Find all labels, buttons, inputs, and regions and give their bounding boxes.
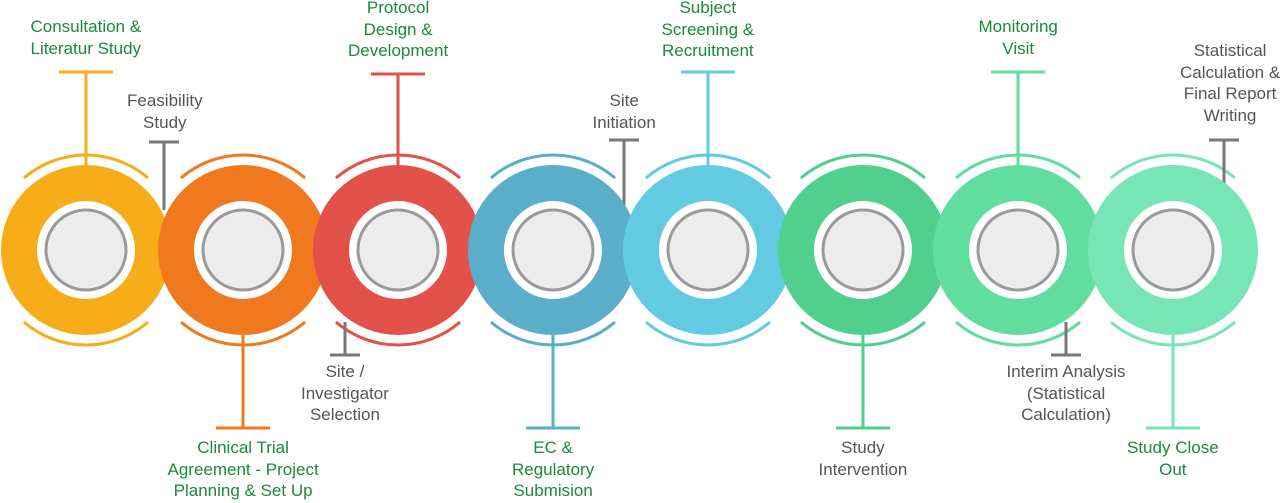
stage-consultation-inner-circle [44, 208, 128, 292]
stage-monitoring-visit-inner-circle [976, 208, 1060, 292]
stage-clinical-trial-agreement-label-line: Planning & Set Up [173, 481, 313, 500]
milestone-interim-analysis-label-line: (Statistical [1026, 383, 1106, 403]
milestone-site-investigator-selection-label-line: Selection [309, 405, 380, 424]
stage-study-close-out-label-line: Out [1159, 459, 1187, 479]
stage-study-intervention-top-arc [800, 153, 926, 179]
stage-clinical-trial-agreement-top-arc [180, 153, 306, 179]
stage-protocol-design-inner-circle [356, 208, 440, 292]
stage-monitoring-visit-label-line: Monitoring [978, 17, 1058, 36]
stage-clinical-trial-agreement-label-line: Agreement - Project [167, 459, 319, 479]
stage-ec-regulatory-label-line: Submision [513, 481, 593, 500]
milestone-statistical-calculation-label-line: Writing [1203, 105, 1257, 125]
stage-study-intervention-label-line: Study [841, 438, 885, 457]
stage-protocol-design-label-line: Development [348, 41, 449, 60]
stage-consultation-label-line: Literatur Study [30, 38, 142, 58]
stage-study-intervention-inner-circle [821, 208, 905, 292]
stage-subject-screening-inner-circle [666, 208, 750, 292]
stage-circles [1, 165, 1258, 335]
milestone-statistical-calculation-label-line: Statistical [1193, 41, 1267, 60]
stage-study-close-out-label-line: Study Close [1127, 438, 1219, 457]
connector-lines [59, 70, 1239, 430]
stage-consultation-bottom-arc [23, 321, 149, 347]
milestone-feasibility-study-label-line: Feasibility [127, 91, 203, 110]
stage-subject-screening-label-line: Recruitment [661, 41, 754, 60]
stage-subject-screening-label-line: Subject [679, 0, 737, 17]
stage-clinical-trial-agreement-label-line: Clinical Trial [197, 438, 289, 457]
stage-study-close-out-inner-circle [1131, 208, 1215, 292]
milestone-site-investigator-selection-label-line: Site / [325, 362, 365, 381]
stage-study-intervention-label-line: Intervention [818, 459, 908, 479]
stage-protocol-design-label-line: Protocol [366, 0, 430, 17]
stage-protocol-design-label-line: Design & [363, 19, 433, 39]
milestone-interim-analysis-label-line: Interim Analysis [1006, 362, 1126, 381]
milestone-interim-analysis-label-line: Calculation) [1021, 405, 1111, 424]
stage-ec-regulatory-inner-circle [511, 208, 595, 292]
stage-study-close-out-top-arc [1110, 153, 1236, 179]
milestone-statistical-calculation-label-line: Calculation & [1180, 62, 1281, 82]
stage-ec-regulatory-top-arc [490, 153, 616, 179]
stage-consultation-label: Consultation & Literatur Study [31, 16, 142, 59]
stage-ec-regulatory-label-line: EC & [533, 438, 573, 457]
stage-clinical-trial-agreement-inner-circle [201, 208, 285, 292]
milestone-feasibility-study-label-line: Study [143, 112, 187, 132]
stage-subject-screening-bottom-arc [645, 321, 771, 347]
stage-protocol-design-bottom-arc [335, 321, 461, 347]
stage-monitoring-visit-label-line: Visit [1002, 38, 1035, 58]
milestone-site-investigator-selection-label-line: Investigator [301, 383, 389, 403]
milestone-site-initiation-label-line: Site [609, 91, 639, 110]
stage-ec-regulatory-label-line: Regulatory [512, 459, 595, 479]
stage-subject-screening-label-line: Screening & [661, 19, 755, 39]
milestone-site-initiation-label-line: Initiation [592, 112, 656, 132]
stage-consultation-label-line: Consultation & [30, 17, 142, 36]
milestone-statistical-calculation-label-line: Final Report [1183, 84, 1277, 103]
